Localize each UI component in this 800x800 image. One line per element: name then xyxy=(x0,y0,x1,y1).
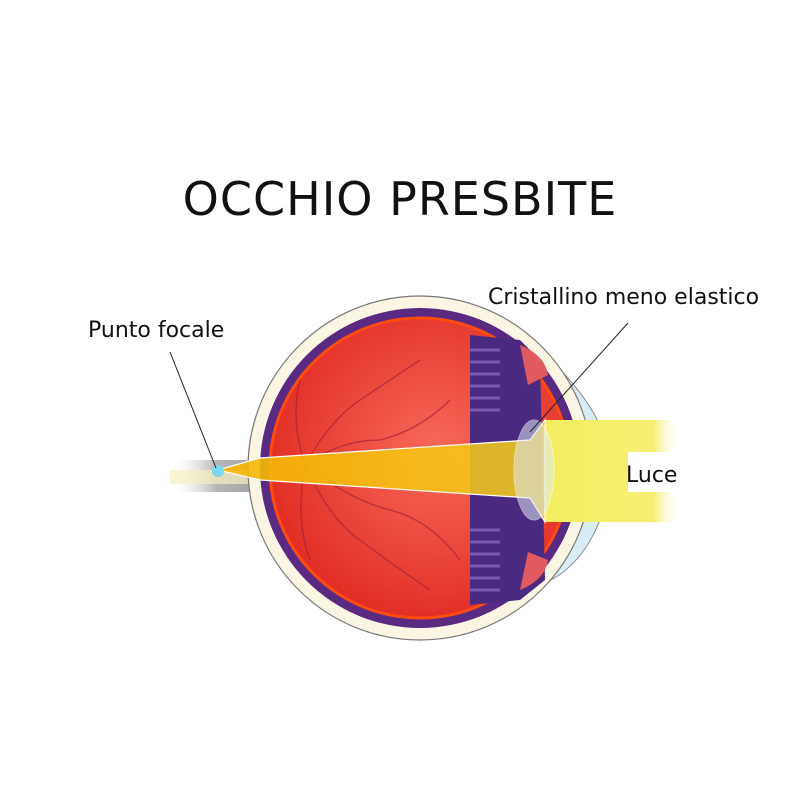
focal-leader-line xyxy=(169,351,217,469)
iris-top xyxy=(520,345,548,385)
light-beam-inside xyxy=(215,418,546,525)
light-beam-outside xyxy=(545,420,680,522)
iris-bottom xyxy=(520,552,548,590)
light-label: Luce xyxy=(626,463,678,488)
lens-label: Cristallino meno elastico xyxy=(488,285,760,310)
focal-point xyxy=(212,465,224,477)
diagram-title: OCCHIO PRESBITE xyxy=(182,172,618,226)
focal-point-label: Punto focale xyxy=(88,318,225,343)
ciliary-folds xyxy=(470,348,500,592)
lens xyxy=(513,419,555,521)
lens-leader-line xyxy=(529,322,629,433)
